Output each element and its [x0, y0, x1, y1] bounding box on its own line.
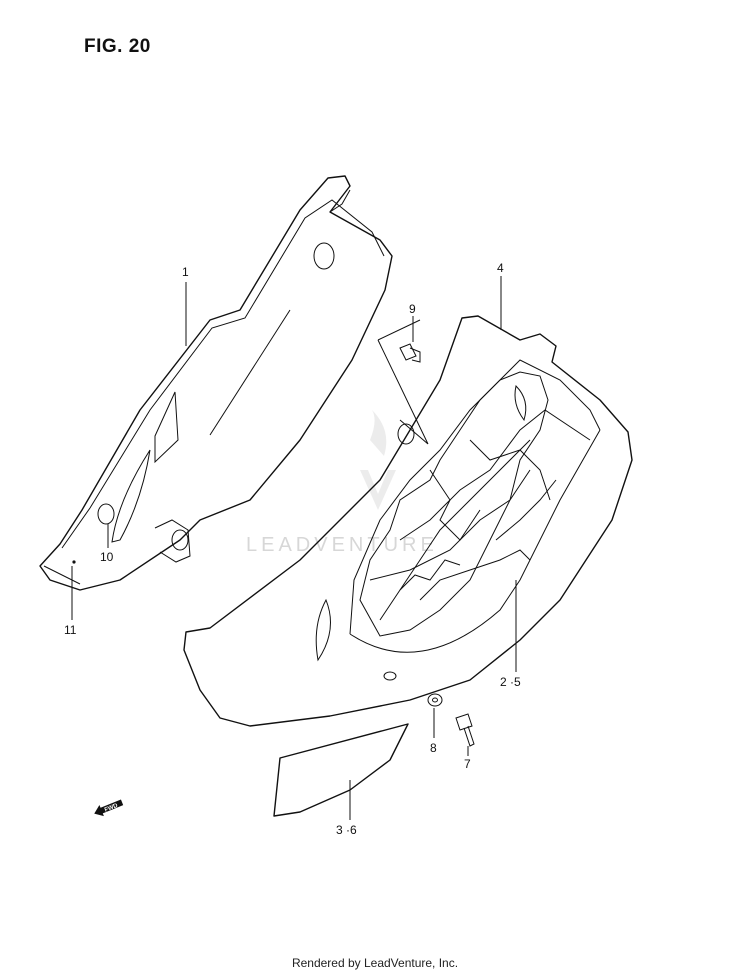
watermark: LEADVENTURE [246, 534, 438, 556]
figure-title: FIG. 20 [84, 36, 151, 57]
callout-1: 1 [182, 265, 189, 279]
callout-8: 8 [430, 741, 437, 755]
footer-credit: Rendered by LeadVenture, Inc. [291, 956, 459, 970]
graphic-decal[interactable] [359, 371, 591, 637]
screw-7[interactable] [455, 713, 475, 747]
lower-panel[interactable] [273, 723, 409, 817]
callout-10: 10 [100, 550, 114, 564]
washer-8[interactable] [427, 693, 443, 707]
fwd-arrow-icon: FWD [94, 799, 124, 817]
callout-2-5: 2 ·5 [500, 675, 521, 689]
watermark-logo [360, 410, 396, 510]
callout-11: 11 [64, 623, 77, 637]
callout-7: 7 [464, 757, 471, 771]
callout-3-6: 3 ·6 [336, 823, 357, 837]
bolt-9[interactable] [377, 319, 429, 445]
fwd-label: FWD [104, 803, 120, 814]
callout-9: 9 [409, 302, 416, 316]
callout-4: 4 [497, 261, 504, 275]
frame-cover-left[interactable] [39, 175, 393, 591]
side-cover-right[interactable] [183, 315, 633, 727]
